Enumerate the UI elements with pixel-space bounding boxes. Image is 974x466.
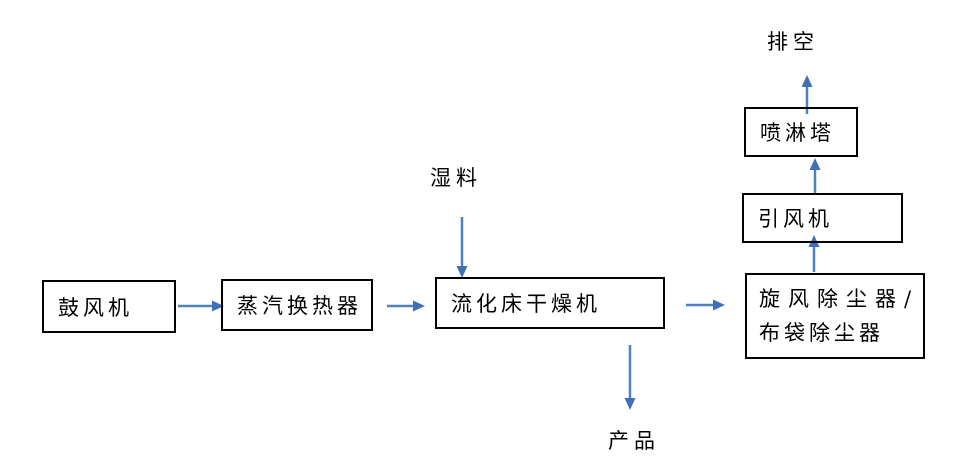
node-induced-draft-fan: 引风机 <box>742 193 903 243</box>
label-wet-material: 湿料 <box>430 166 482 190</box>
node-spray-tower-label: 喷淋塔 <box>760 121 835 145</box>
node-dust-collector-label-line1: 旋风除尘器/ <box>759 287 920 311</box>
node-steam-heat-exchanger-label: 蒸汽换热器 <box>237 294 362 318</box>
node-blower-label: 鼓风机 <box>58 295 133 320</box>
node-induced-draft-fan-label: 引风机 <box>758 207 833 231</box>
node-dust-collector-label-line2: 布袋除尘器 <box>759 321 884 345</box>
node-steam-heat-exchanger: 蒸汽换热器 <box>221 279 373 331</box>
label-product: 产品 <box>608 429 660 453</box>
node-fluidized-bed-dryer: 流化床干燥机 <box>435 277 665 329</box>
node-blower: 鼓风机 <box>42 280 176 333</box>
node-dust-collector: 旋风除尘器/ 布袋除尘器 <box>745 273 925 359</box>
label-vent: 排空 <box>767 30 819 54</box>
node-spray-tower: 喷淋塔 <box>744 107 858 157</box>
node-fluidized-bed-dryer-label: 流化床干燥机 <box>451 292 601 316</box>
